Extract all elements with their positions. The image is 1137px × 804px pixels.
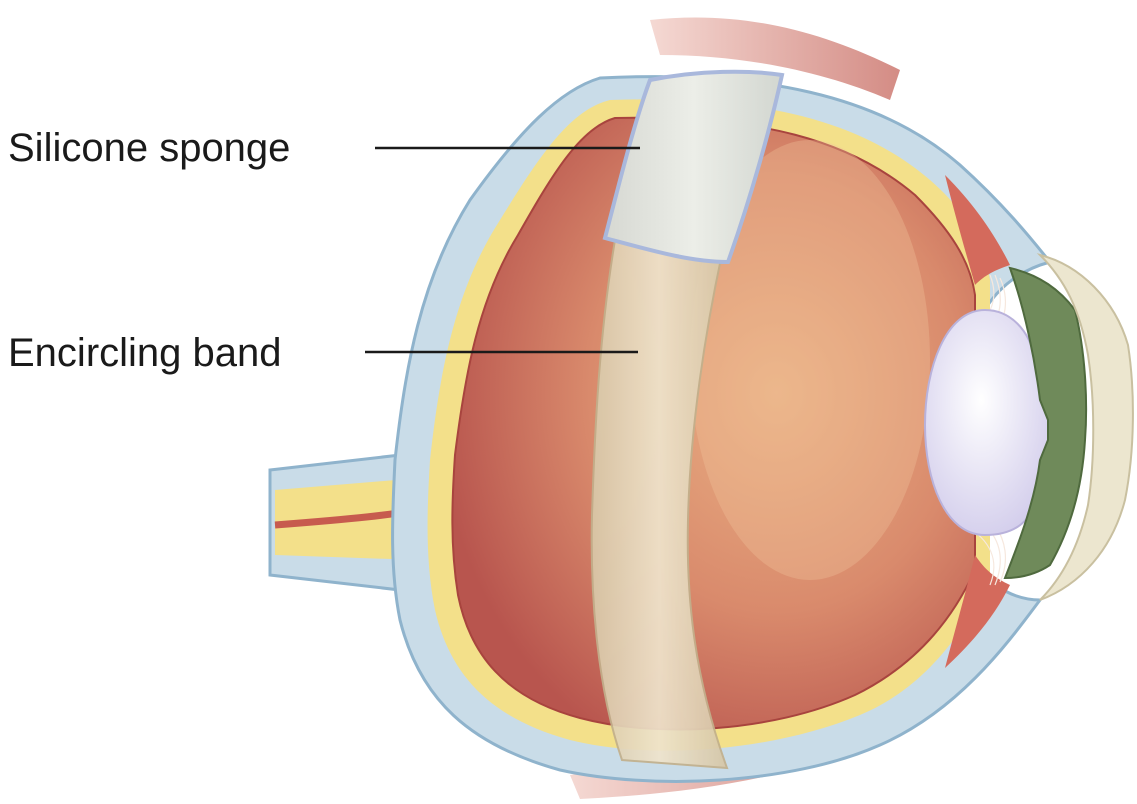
- encircling-band-label: Encircling band: [8, 333, 282, 373]
- silicone-sponge-label: Silicone sponge: [8, 128, 290, 168]
